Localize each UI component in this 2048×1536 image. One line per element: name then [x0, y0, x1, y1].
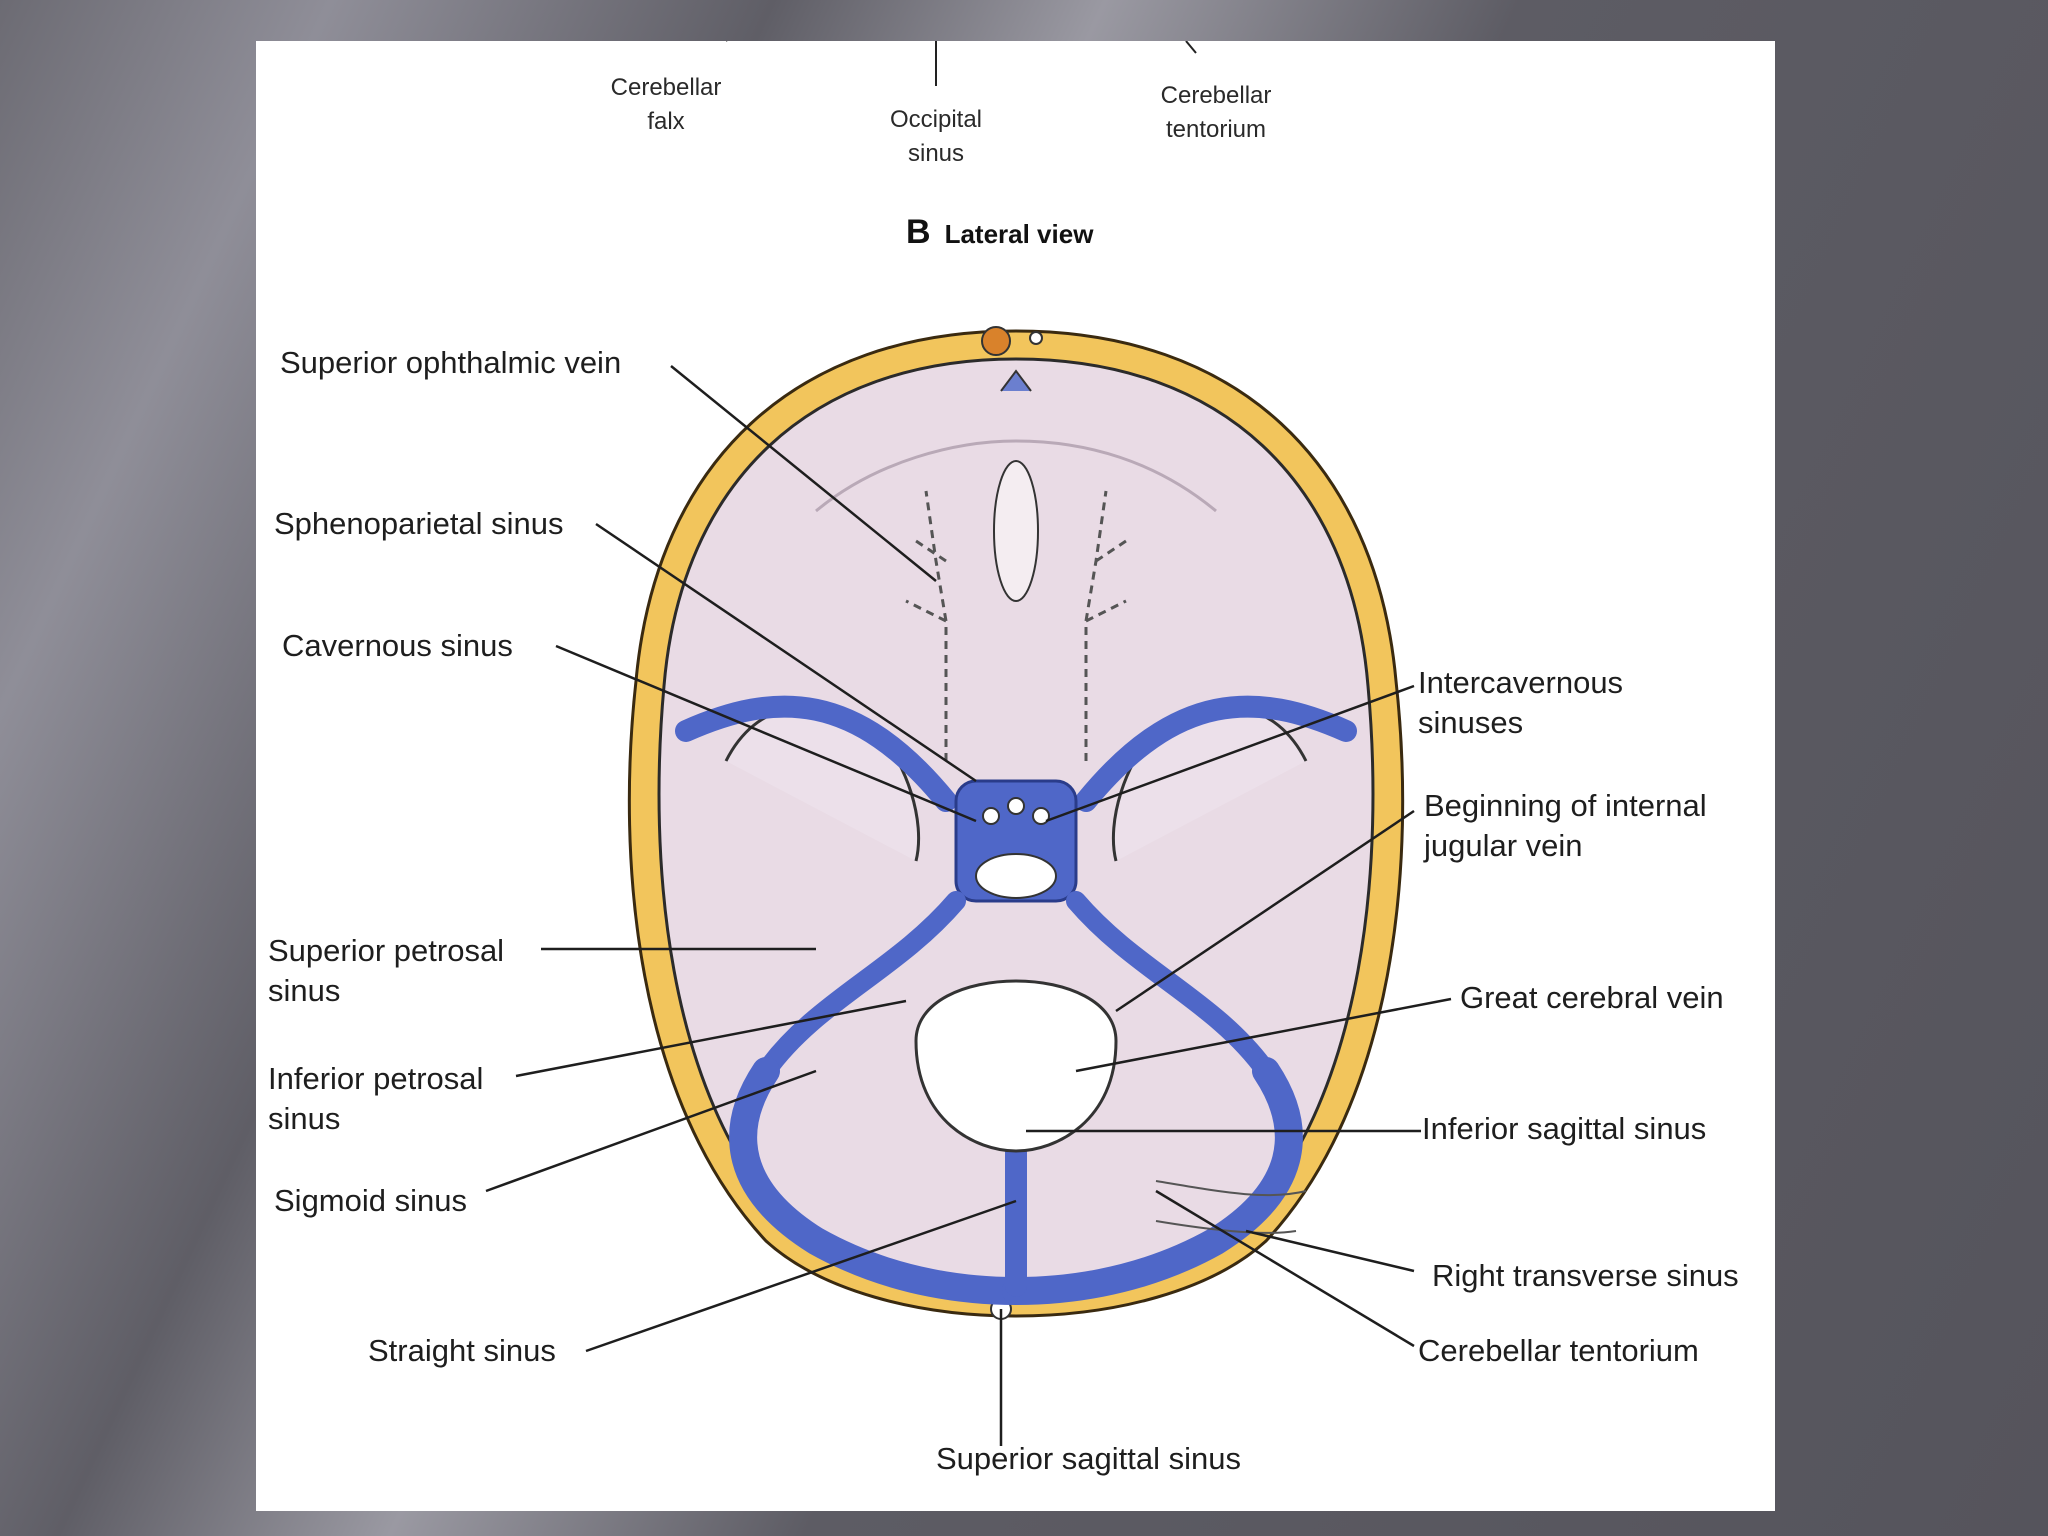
slide: Cerebellar falx Occipital sinus Cerebell…: [256, 41, 1775, 1511]
label-cerebellar-tentorium-top: Cerebellar tentorium: [1160, 82, 1272, 143]
label-superior-ophthalmic-vein: Superior ophthalmic vein: [280, 345, 622, 380]
label-inferior-petrosal-sinus: Inferior petrosal sinus: [268, 1061, 484, 1136]
label-beginning-internal-jugular-vein: Beginning of internal jugular vein: [1424, 788, 1707, 863]
label-right-transverse-sinus: Right transverse sinus: [1432, 1258, 1739, 1293]
label-intercavernous-sinuses: Intercavernous sinuses: [1418, 665, 1624, 740]
label-sigmoid-sinus: Sigmoid sinus: [274, 1183, 467, 1218]
view-letter: B: [906, 213, 931, 251]
label-great-cerebral-vein: Great cerebral vein: [1460, 980, 1724, 1015]
label-inferior-sagittal-sinus: Inferior sagittal sinus: [1422, 1111, 1707, 1146]
label-cerebellar-falx: Cerebellar falx: [610, 74, 722, 135]
label-occipital-sinus: Occipital sinus: [889, 106, 983, 167]
label-superior-petrosal-sinus: Superior petrosal sinus: [268, 933, 505, 1008]
view-caption-text: Lateral view: [944, 219, 1094, 249]
label-cavernous-sinus: Cavernous sinus: [282, 628, 513, 663]
label-cerebellar-tentorium: Cerebellar tentorium: [1418, 1333, 1699, 1368]
skull-base-diagram: [485, 41, 1452, 1446]
label-superior-sagittal-sinus: Superior sagittal sinus: [936, 1441, 1241, 1476]
label-straight-sinus: Straight sinus: [368, 1333, 556, 1368]
label-sphenoparietal-sinus: Sphenoparietal sinus: [274, 506, 564, 541]
view-caption: B Lateral view: [906, 213, 1093, 252]
